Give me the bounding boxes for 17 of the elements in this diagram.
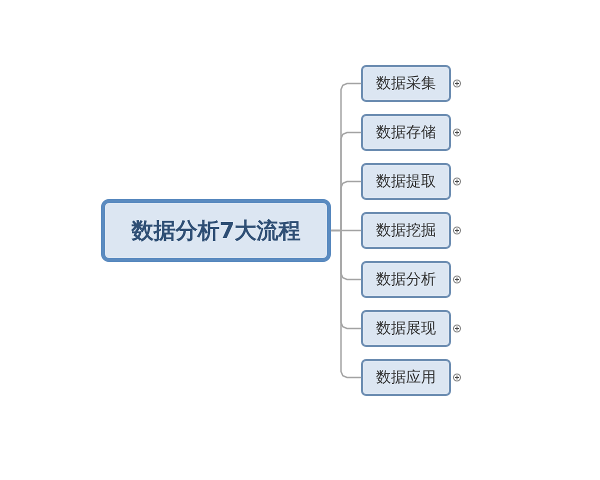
topic-box	[361, 65, 451, 102]
connector-line	[331, 230, 361, 378]
central-topic-box	[101, 199, 331, 262]
topic-box	[361, 359, 451, 396]
topic-text: 数据分析7大流程	[131, 218, 301, 246]
topic-box	[361, 310, 451, 347]
topic-text: 数据应用	[376, 368, 436, 387]
topic-text: 数据存储	[376, 123, 436, 142]
topic-box	[361, 114, 451, 151]
topic-box	[361, 212, 451, 249]
topic-text: 数据展现	[376, 319, 436, 338]
topic-text: 数据提取	[376, 172, 436, 191]
topic-box	[361, 261, 451, 298]
topic-text: 数据挖掘	[376, 221, 436, 240]
topic-text: 数据采集	[376, 74, 436, 93]
topic-box	[361, 163, 451, 200]
topic-text: 数据分析	[376, 270, 436, 289]
